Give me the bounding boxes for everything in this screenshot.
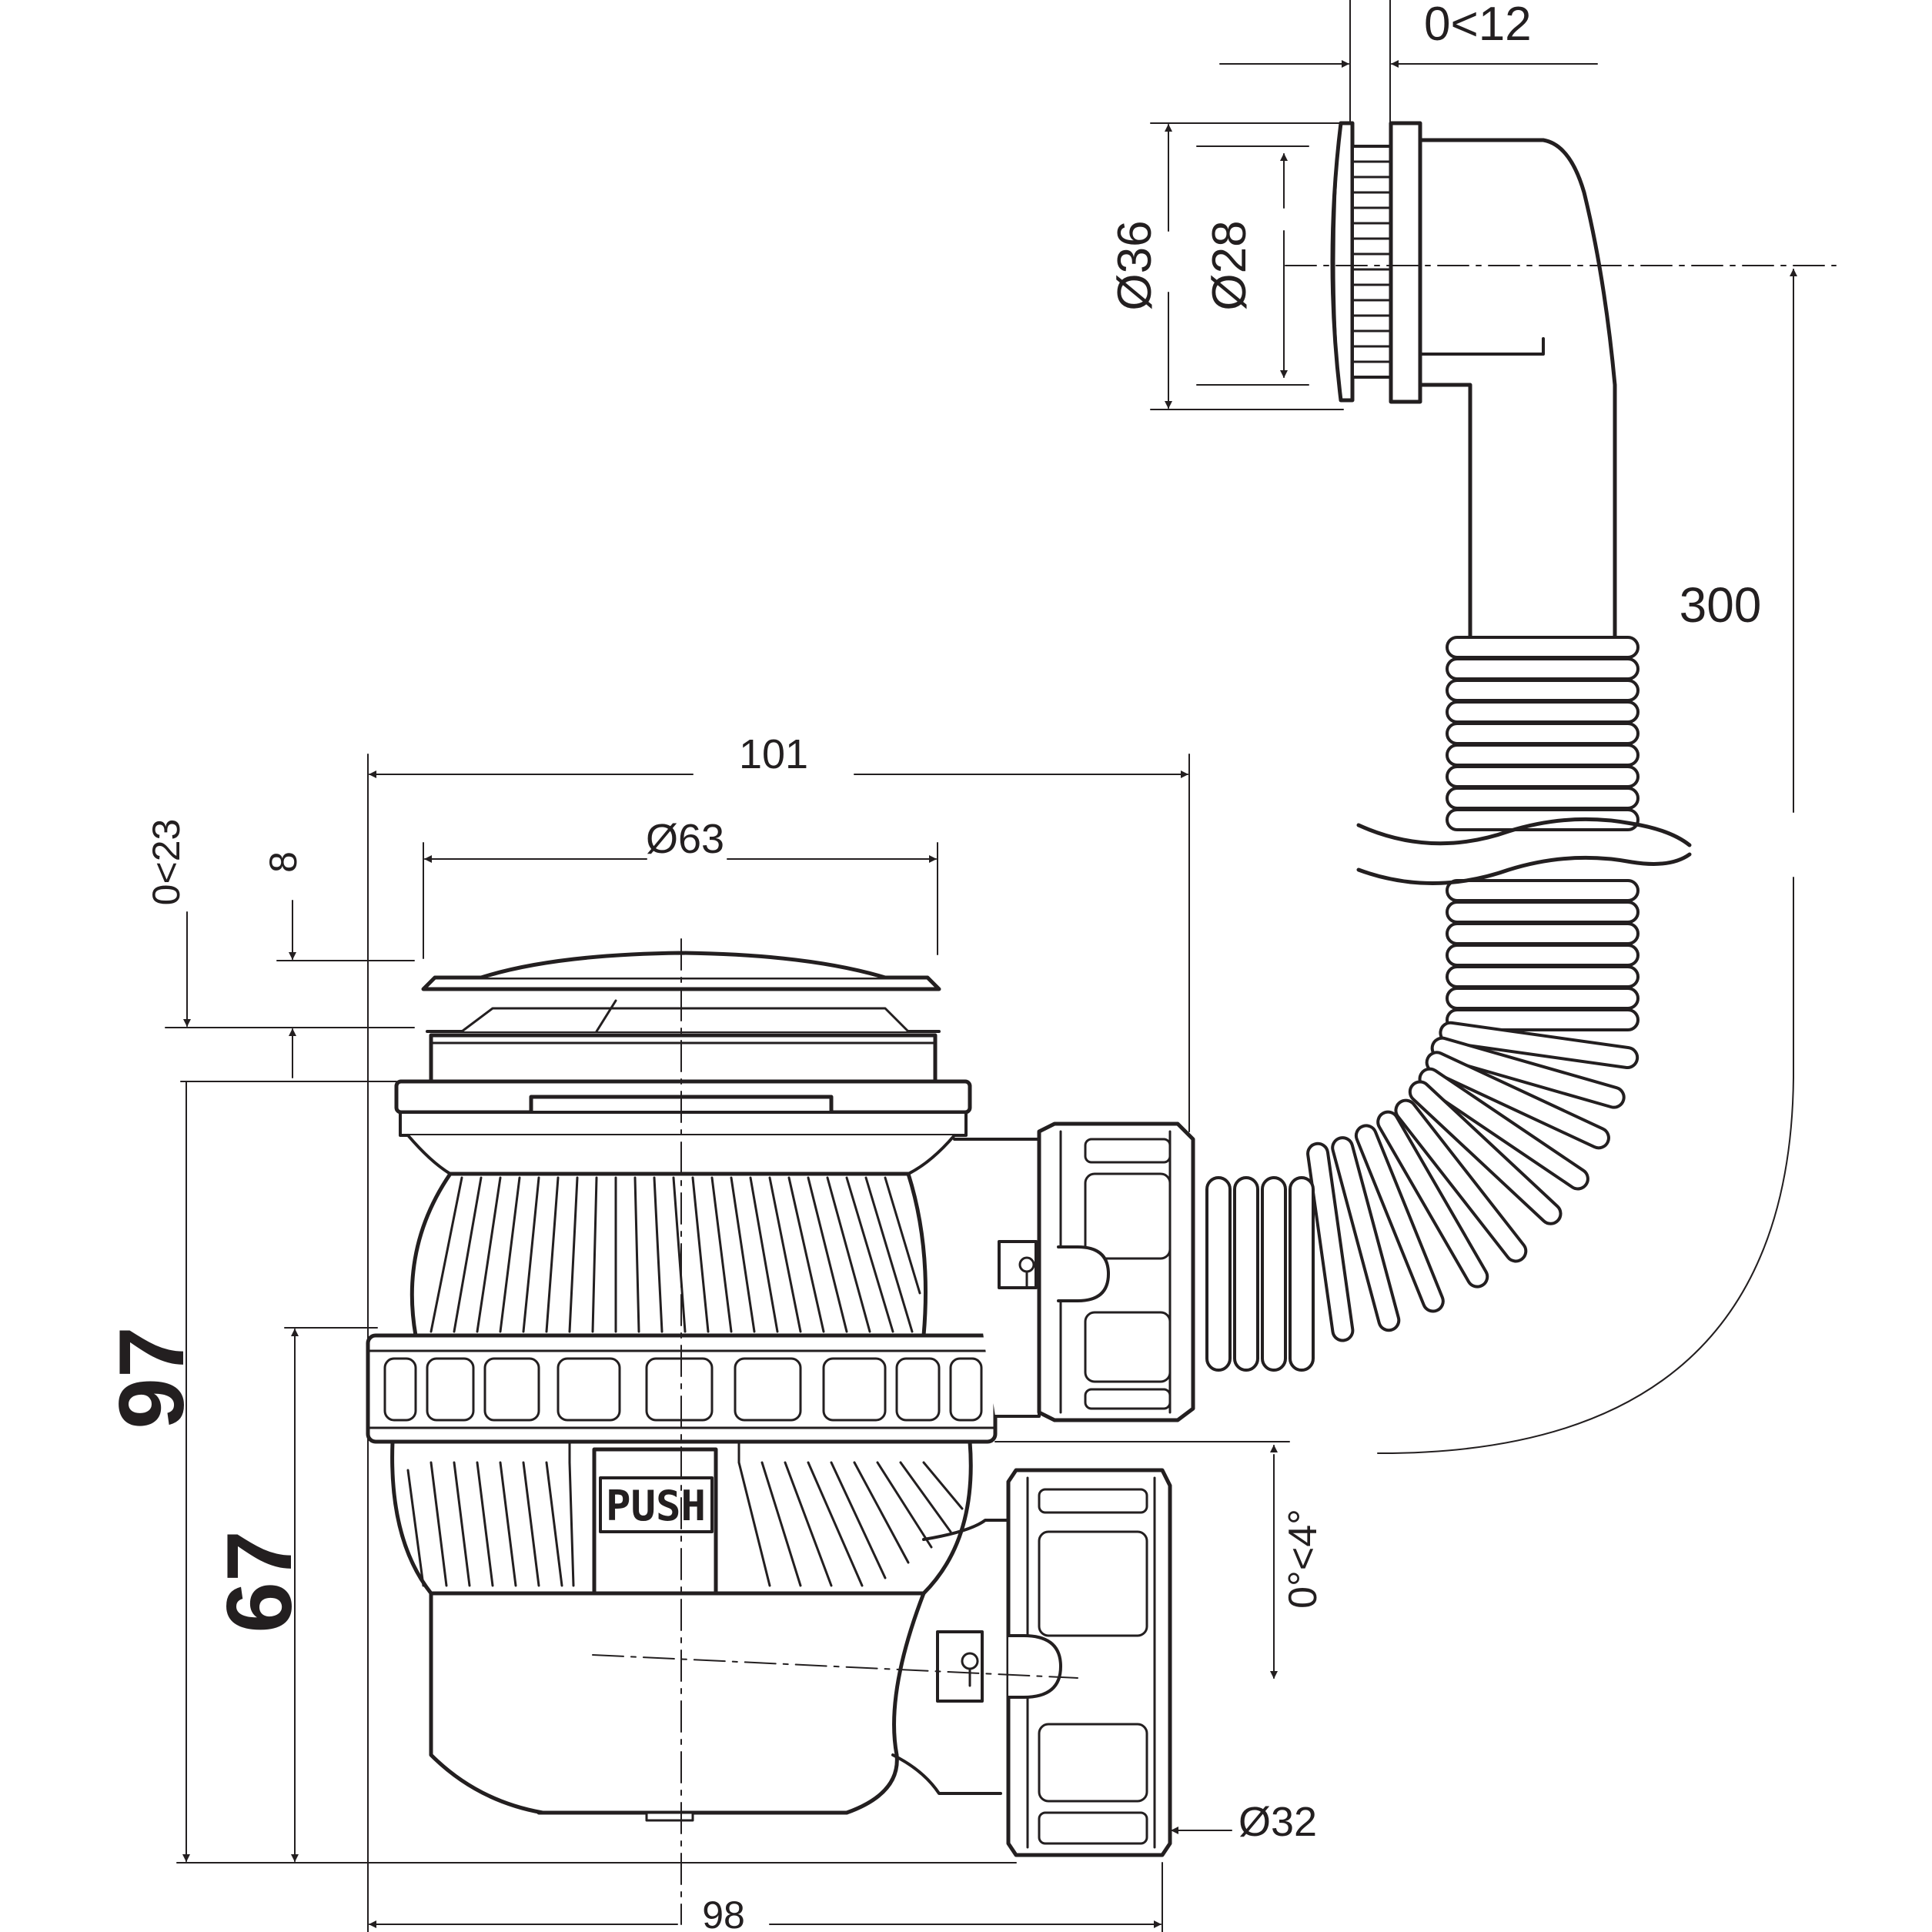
body-top-flange bbox=[394, 1079, 972, 1175]
dim-height-67: 67 bbox=[208, 1530, 311, 1633]
push-label: PUSH bbox=[606, 1482, 706, 1530]
dim-plug-lift: 8 bbox=[262, 851, 305, 873]
overflow-head bbox=[1330, 121, 1617, 641]
dim-height-97: 97 bbox=[100, 1326, 203, 1429]
overflow-nut bbox=[1389, 121, 1422, 404]
dim-diameter-32: Ø32 bbox=[1238, 1799, 1317, 1845]
center-lines bbox=[592, 265, 1837, 1925]
dim-diameter-28: Ø28 bbox=[1203, 220, 1256, 310]
dim-angle: 0°<4° bbox=[1281, 1509, 1325, 1609]
dim-adjust-range: 0<23 bbox=[145, 819, 188, 906]
lower-outlet-connector bbox=[891, 1468, 1172, 1857]
overflow-thread bbox=[1351, 145, 1392, 379]
dim-diameter-36: Ø36 bbox=[1108, 220, 1162, 310]
dim-hose-length: 300 bbox=[1680, 577, 1762, 633]
dim-width-98: 98 bbox=[702, 1894, 745, 1932]
flexible-hose bbox=[1205, 636, 1692, 1372]
dim-diameter-63: Ø63 bbox=[646, 816, 724, 862]
dim-wall-gap: 0<12 bbox=[1424, 0, 1532, 51]
upper-side-connector bbox=[953, 1121, 1195, 1422]
body-ribbed-upper bbox=[409, 1172, 928, 1338]
dimension-labels: 0<12 Ø36 Ø28 300 101 Ø63 0<23 8 97 67 0°… bbox=[100, 0, 1761, 1932]
plug-cap bbox=[421, 951, 941, 1084]
push-button[interactable] bbox=[568, 1440, 740, 1598]
dim-width-101: 101 bbox=[739, 731, 808, 777]
body-lower-cup bbox=[429, 1591, 926, 1822]
dimension-lines bbox=[165, 0, 1797, 1932]
